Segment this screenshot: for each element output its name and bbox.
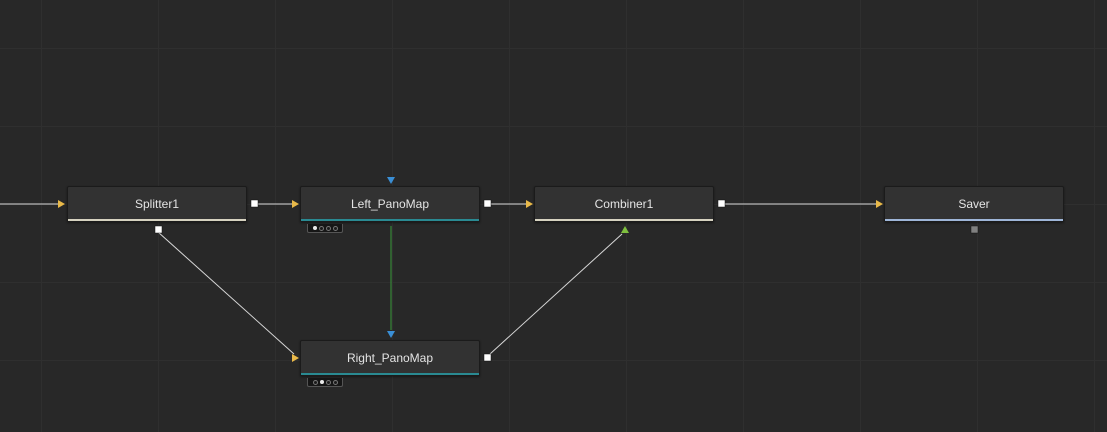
combiner-foreground-arrow[interactable] (621, 226, 629, 233)
right-input-arrow[interactable] (292, 354, 299, 362)
right-mask-input-arrow[interactable] (387, 331, 395, 338)
node-stripe (885, 219, 1063, 221)
viewer-1-dot[interactable] (312, 379, 318, 385)
left-mask-input-arrow[interactable] (387, 177, 395, 184)
node-splitter1[interactable]: Splitter1 (67, 186, 247, 222)
node-label: Saver (958, 197, 990, 211)
viewer-2-dot[interactable] (319, 380, 324, 384)
viewer-4-dot[interactable] (332, 225, 338, 231)
right-output-port[interactable] (483, 353, 492, 362)
combiner-input-arrow[interactable] (526, 200, 533, 208)
viewer-4-dot[interactable] (332, 379, 338, 385)
viewer-2-dot[interactable] (318, 225, 324, 231)
node-combiner1[interactable]: Combiner1 (534, 186, 714, 222)
left-input-arrow[interactable] (292, 200, 299, 208)
left-output-port[interactable] (483, 199, 492, 208)
node-stripe (301, 219, 479, 221)
node-saver[interactable]: Saver (884, 186, 1064, 222)
saver-input-arrow[interactable] (876, 200, 883, 208)
node-label: Right_PanoMap (346, 351, 434, 365)
right-viewer-buttons[interactable] (307, 378, 343, 387)
viewer-3-dot[interactable] (325, 225, 331, 231)
node-stripe (68, 219, 246, 221)
node-stripe (301, 373, 479, 375)
splitter-output-port-2[interactable] (154, 225, 163, 234)
wire-right-combiner[interactable] (489, 233, 623, 355)
node-left-panomap[interactable]: Left_PanoMap (300, 186, 480, 222)
node-stripe (535, 219, 713, 221)
node-label: Splitter1 (134, 197, 180, 211)
node-label: Combiner1 (594, 197, 654, 211)
wire-splitter-right[interactable] (157, 231, 295, 355)
saver-output-port[interactable] (970, 225, 979, 234)
splitter-output-port[interactable] (250, 199, 259, 208)
viewer-3-dot[interactable] (325, 379, 331, 385)
left-viewer-buttons[interactable] (307, 224, 343, 233)
combiner-output-port[interactable] (717, 199, 726, 208)
node-label: Left_PanoMap (350, 197, 430, 211)
node-right-panomap[interactable]: Right_PanoMap (300, 340, 480, 376)
splitter-input-arrow[interactable] (58, 200, 65, 208)
viewer-1-dot[interactable] (312, 226, 317, 230)
